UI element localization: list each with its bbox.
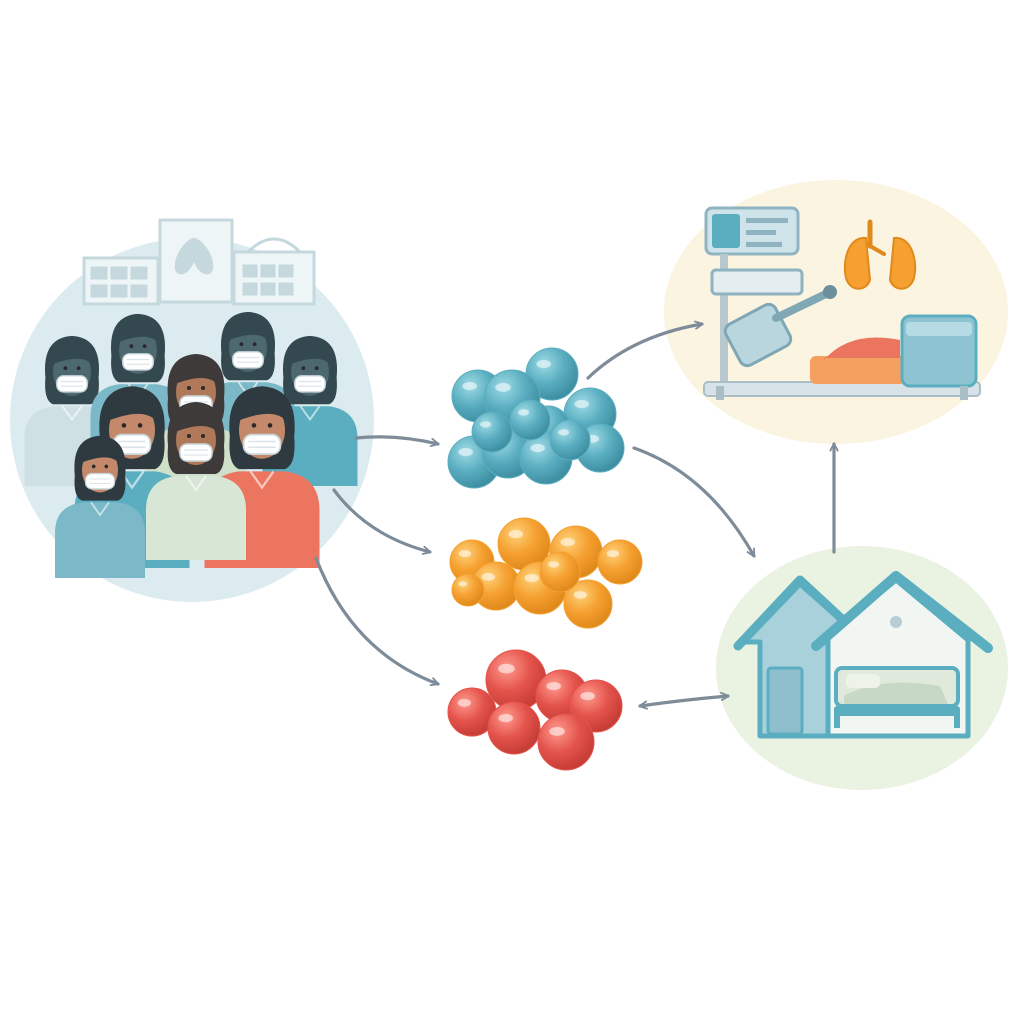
face-mask-icon [56,375,88,393]
hospital-buildings-icon [82,218,316,306]
face-mask-icon [232,351,264,369]
icu-node [664,180,1008,444]
red-ball [537,713,595,771]
face-mask-icon [84,472,116,490]
arrow-population-to-orange [332,488,430,552]
face-mask-icon [242,433,282,456]
face-mask-icon [294,375,326,393]
red-cluster-icon [447,649,623,771]
home-bed-icon [733,571,993,739]
population-node [10,218,374,602]
orange-ball [451,573,485,607]
teal-cluster-icon [447,347,625,489]
teal-ball [549,419,591,461]
red-ball [447,687,497,737]
teal-ball [509,399,551,441]
masked-people-group-icon [24,311,358,578]
orange-ball [563,579,613,629]
arrow-red-home-bidirectional [640,696,728,706]
face-mask-icon [122,353,154,371]
person-icon [55,435,145,578]
orange-ball [597,539,643,585]
arrow-teal-to-icu [586,324,702,380]
icu-ventilator-bed-icon [703,206,981,400]
person-icon [146,402,246,560]
orange-cluster-icon [449,517,643,629]
teal-ball [525,347,579,401]
red-ball [569,679,623,733]
arrow-population-to-teal [354,435,438,444]
orange-ball [539,551,581,593]
home-node [716,546,1008,790]
face-mask-icon [179,443,213,462]
teal-ball [471,411,513,453]
flow-arrows [314,324,834,706]
lungs-icon [843,219,917,290]
arrow-population-to-red [314,556,438,684]
red-ball [487,701,541,755]
arrow-teal-to-home [632,446,756,558]
